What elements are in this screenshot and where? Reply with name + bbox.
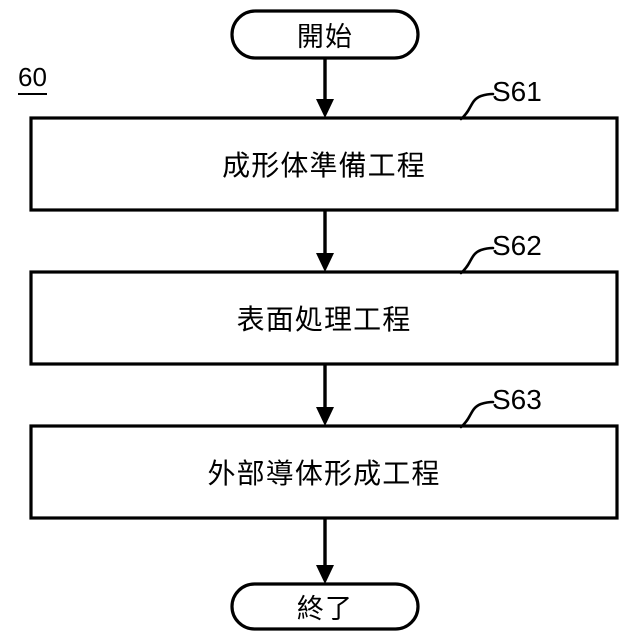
step-reference-s62: S62 — [492, 230, 542, 261]
node-s63-shape — [29, 424, 619, 520]
node-s62-label: 表面処理工程 — [236, 303, 412, 336]
figure-number-label: 60 — [18, 62, 47, 96]
step-reference-s61: S61 — [492, 76, 542, 107]
leader-line-s63 — [459, 400, 495, 429]
leader-line-s61 — [459, 92, 495, 121]
leader-line-s62 — [459, 246, 495, 275]
node-s61-label: 成形体準備工程 — [222, 149, 426, 182]
step-reference-s63: S63 — [492, 384, 542, 415]
node-end-label: 終了 — [296, 594, 354, 625]
node-s61-shape — [29, 116, 619, 212]
edge-s61-to-s62 — [316, 210, 334, 272]
node-s63-label: 外部導体形成工程 — [207, 457, 441, 490]
edge-s62-to-s63 — [316, 364, 334, 426]
edge-s63-to-end — [316, 518, 334, 584]
edge-start-to-s61 — [316, 58, 334, 118]
node-start-label: 開始 — [296, 22, 354, 53]
node-s62-shape — [29, 270, 619, 366]
